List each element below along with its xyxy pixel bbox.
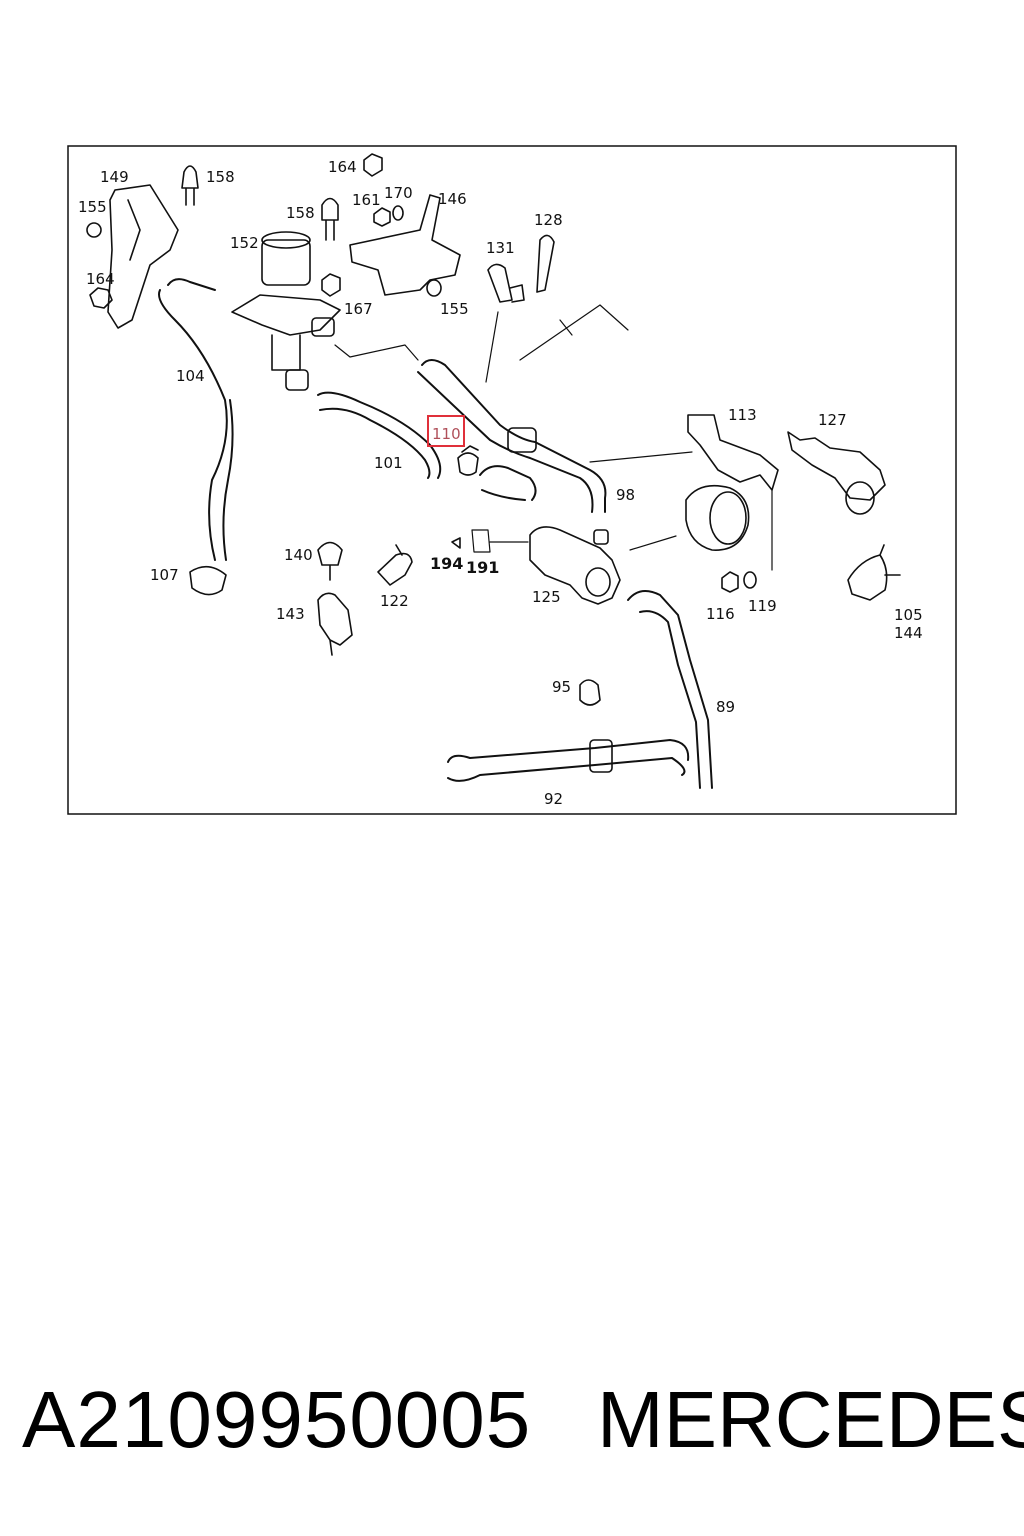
nut-167 xyxy=(321,273,341,297)
label-143: 143 xyxy=(276,605,305,623)
brand-name: MERCEDES xyxy=(597,1375,1024,1464)
holder-143 xyxy=(317,592,353,656)
bracket-146 xyxy=(349,194,461,296)
bracket-128 xyxy=(536,234,555,293)
nut-155a xyxy=(86,222,102,238)
label-164b: 164 xyxy=(328,158,357,176)
label-167: 167 xyxy=(344,300,373,318)
label-95: 95 xyxy=(552,678,571,696)
nut-116 xyxy=(721,571,739,593)
hose-92 xyxy=(447,739,690,782)
diagram-frame xyxy=(67,145,957,815)
washer-119 xyxy=(743,571,757,589)
sleeve-113 xyxy=(685,484,750,551)
label-128: 128 xyxy=(534,211,563,229)
label-119: 119 xyxy=(748,597,777,615)
holder-122 xyxy=(377,544,413,586)
bracket-149 xyxy=(107,184,179,329)
label-170: 170 xyxy=(384,184,413,202)
label-127: 127 xyxy=(818,411,847,429)
plug-191 xyxy=(471,529,529,553)
clamp-107 xyxy=(189,565,227,596)
label-146: 146 xyxy=(438,190,467,208)
label-194: 194 xyxy=(430,554,463,573)
label-105: 105 xyxy=(894,606,923,624)
hose-104 xyxy=(158,278,234,561)
label-104: 104 xyxy=(176,367,205,385)
part-labels: 149 158 155 164 164 161 170 146 158 152 … xyxy=(78,158,923,808)
washer-170 xyxy=(392,205,404,221)
label-155a: 155 xyxy=(78,198,107,216)
wire-lines xyxy=(334,304,693,551)
clip-140 xyxy=(317,541,343,581)
clip-105-144 xyxy=(847,544,901,601)
label-98: 98 xyxy=(616,486,635,504)
hose-98 xyxy=(417,359,607,513)
label-149: 149 xyxy=(100,168,129,186)
plug-194 xyxy=(451,537,461,549)
label-191: 191 xyxy=(466,558,499,577)
label-101: 101 xyxy=(374,454,403,472)
nut-164b xyxy=(363,153,383,177)
label-140: 140 xyxy=(284,546,313,564)
clamp-110 xyxy=(457,445,479,476)
label-158a: 158 xyxy=(206,168,235,186)
bracket-127 xyxy=(787,431,886,501)
bracket-113 xyxy=(687,414,779,491)
label-131: 131 xyxy=(486,239,515,257)
parts-diagram: 149 158 155 164 164 161 170 146 158 152 … xyxy=(67,145,957,815)
label-125: 125 xyxy=(532,588,561,606)
hose-101 xyxy=(317,391,442,479)
label-110: 110 xyxy=(432,425,461,443)
label-113: 113 xyxy=(728,406,757,424)
label-161: 161 xyxy=(352,191,381,209)
grommet-95 xyxy=(579,679,601,706)
nut-164a xyxy=(89,287,113,309)
label-107: 107 xyxy=(150,566,179,584)
label-92: 92 xyxy=(544,790,563,808)
part-drawings xyxy=(86,153,901,789)
hose-89 xyxy=(627,590,713,789)
label-144: 144 xyxy=(894,624,923,642)
label-116: 116 xyxy=(706,605,735,623)
label-155b: 155 xyxy=(440,300,469,318)
highlight-box-110 xyxy=(427,415,465,447)
label-122: 122 xyxy=(380,592,409,610)
label-158b: 158 xyxy=(286,204,315,222)
nut-155b xyxy=(426,279,442,297)
clip-131 xyxy=(487,263,525,303)
label-152: 152 xyxy=(230,234,259,252)
pump-125 xyxy=(529,526,621,605)
pin-158a xyxy=(181,165,199,206)
label-89: 89 xyxy=(716,698,735,716)
pin-158b xyxy=(321,197,339,241)
part-number: A2109950005 xyxy=(22,1375,532,1464)
nut-161 xyxy=(373,207,391,227)
footer: A2109950005 MERCEDES xyxy=(0,1360,1024,1480)
valve-152 xyxy=(261,239,311,286)
label-164a: 164 xyxy=(86,270,115,288)
